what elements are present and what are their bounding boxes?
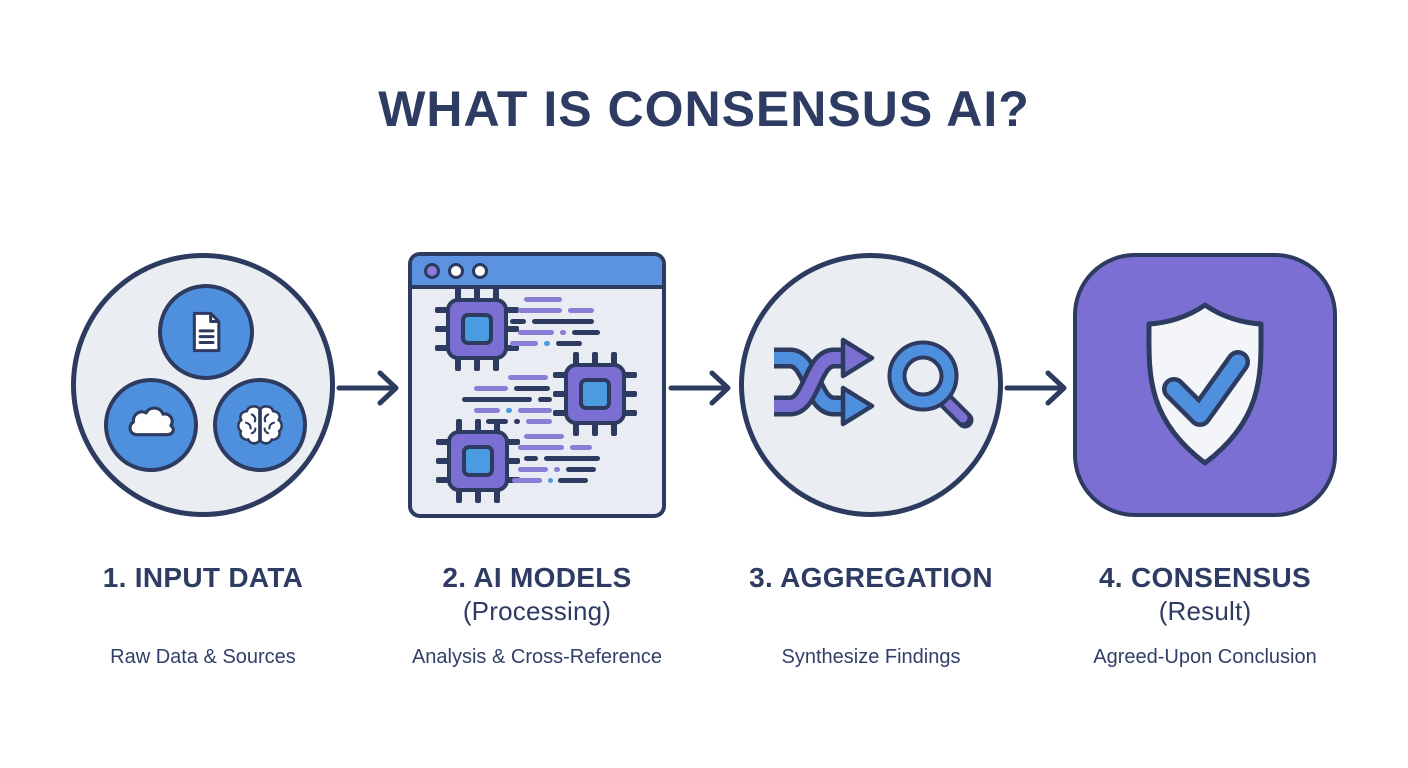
shield-check-icon — [1146, 302, 1264, 466]
shuffle-icon — [774, 337, 875, 427]
code-lines — [462, 375, 552, 424]
step1-title: 1. INPUT DATA — [102, 562, 304, 593]
step1-description: Raw Data & Sources — [110, 646, 296, 668]
document-icon — [158, 284, 254, 380]
shield-icon — [1146, 302, 1264, 466]
step1-heading: 1. INPUT DATA — [23, 560, 383, 595]
arrow-right-icon — [1004, 370, 1067, 406]
magnifier-icon — [887, 340, 974, 429]
arrow-right-icon — [668, 370, 731, 406]
step4-title: 4. CONSENSUS — [1098, 562, 1312, 593]
page-title: WHAT IS CONSENSUS AI? — [378, 81, 1030, 137]
browser-titlebar — [412, 256, 662, 289]
step2-heading: 2. AI MODELS (Processing) — [357, 560, 717, 628]
cloud-icon-glyph — [128, 406, 175, 437]
ai-models-graphic — [408, 252, 666, 518]
step4-description: Agreed-Upon Conclusion — [1093, 646, 1317, 668]
brain-icon — [213, 378, 307, 472]
step3-description: Synthesize Findings — [781, 646, 961, 668]
document-icon-glyph — [192, 311, 221, 353]
step2-description: Analysis & Cross-Reference — [411, 646, 663, 668]
step2-title: 2. AI MODELS — [442, 562, 632, 593]
code-lines — [510, 297, 600, 346]
checkmark-icon — [1166, 354, 1246, 423]
window-dot-icon — [448, 262, 464, 279]
step2-subtitle: (Processing) — [462, 596, 612, 626]
window-dot-icon — [424, 262, 440, 279]
chip-code-icon — [433, 289, 639, 505]
code-lines — [512, 434, 600, 483]
step3-title: 3. AGGREGATION — [749, 562, 993, 593]
step4-heading: 4. CONSENSUS (Result) — [1025, 560, 1385, 628]
arrow-right-icon — [336, 370, 399, 406]
brain-icon-glyph — [236, 405, 284, 445]
step3-heading: 3. AGGREGATION — [691, 560, 1051, 595]
window-dot-icon — [472, 262, 488, 279]
step4-subtitle: (Result) — [1158, 596, 1252, 626]
consensus-graphic — [1073, 253, 1337, 517]
aggregation-graphic — [739, 253, 1003, 517]
cloud-icon — [104, 378, 198, 472]
shuffle-magnifier-icons — [774, 337, 974, 429]
input-data-graphic — [71, 253, 335, 517]
